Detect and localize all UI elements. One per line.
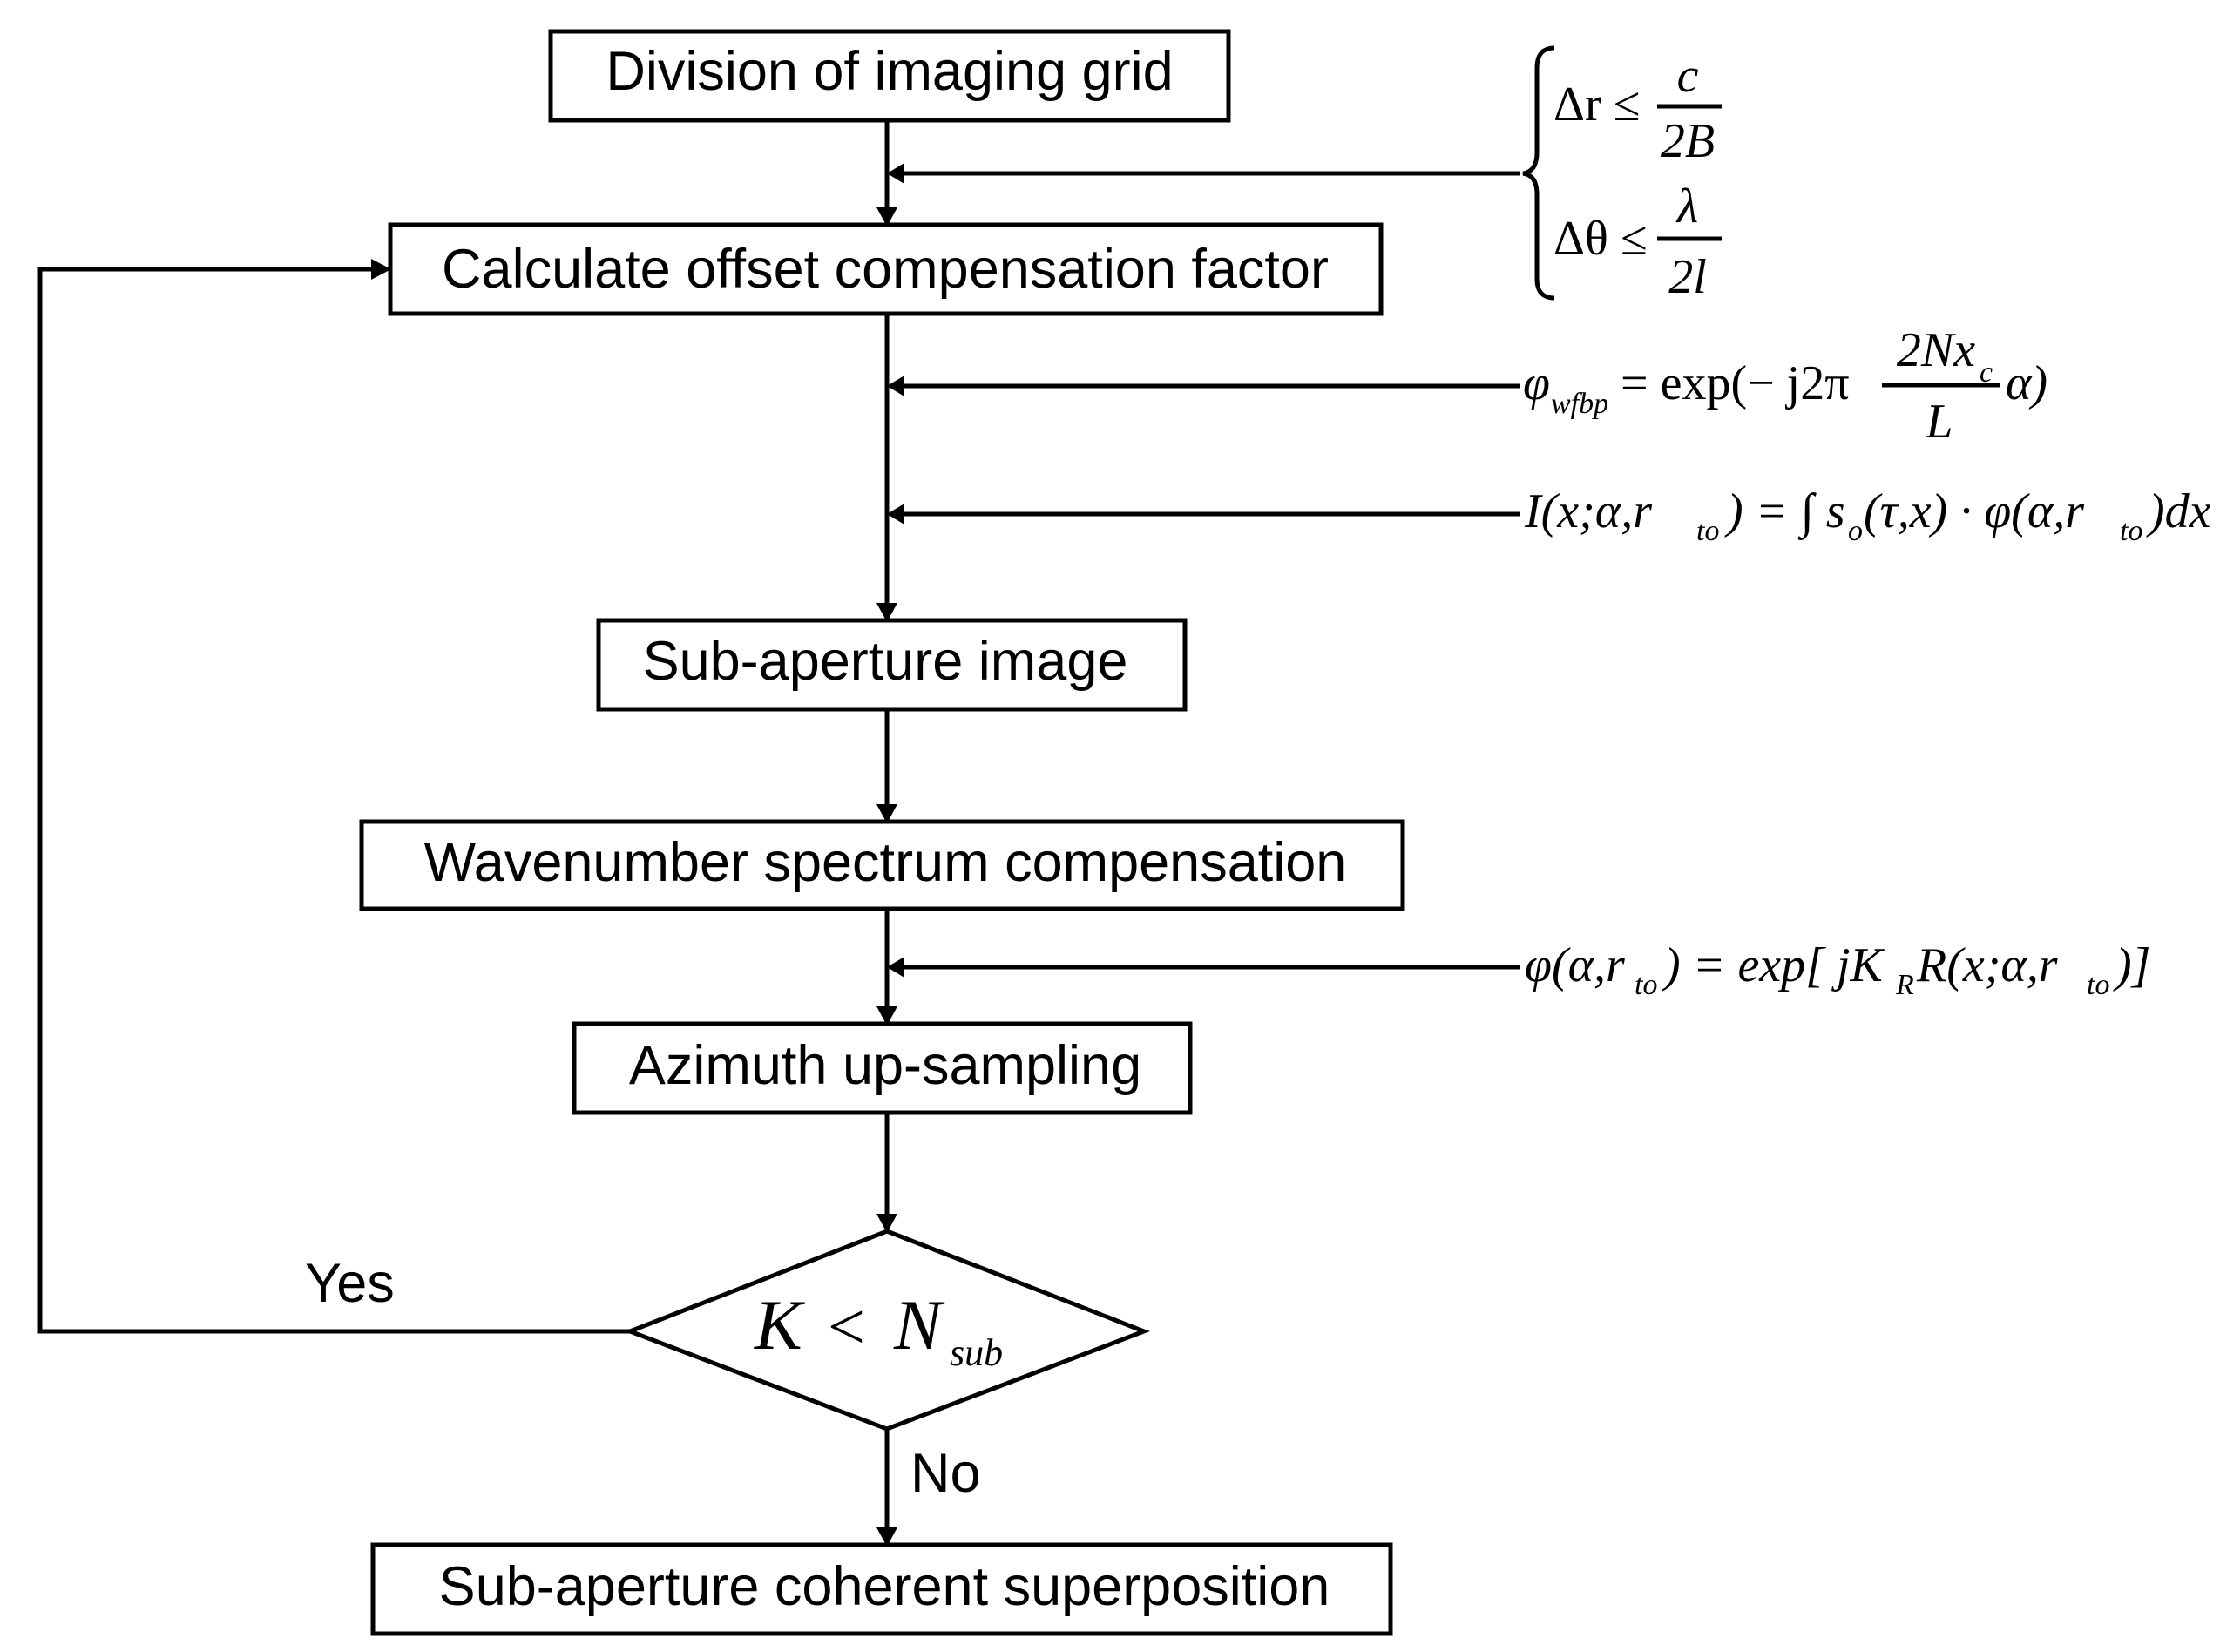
range-inequality: Δr ≤ [1553,78,1640,132]
integral-part: I(x;α,r [1524,484,1652,538]
phase-subscript: wfbp [1551,388,1608,420]
step-wavenumber-spectrum-compensation: Wavenumber spectrum compensation [359,819,1405,911]
step-label: Sub-aperture coherent superposition [439,1556,1330,1617]
angle-numerator: λ [1675,179,1698,234]
integral-subscript: o [1848,515,1863,547]
range-numerator: c [1677,49,1699,103]
step-label: Sub-aperture image [643,631,1128,692]
compensation-subscript: R [1895,969,1914,1001]
decision-rhs: N [893,1285,945,1364]
no-label: No [910,1443,981,1504]
compensation-part: φ(α,r [1525,938,1625,992]
arrowhead-down [876,207,897,227]
integral-part: )dx [2146,484,2211,538]
decision-lhs: K [754,1285,806,1364]
arrowhead-down [876,1527,897,1547]
arrowhead-left [887,504,904,525]
step-label: Calculate offset compensation factor [442,239,1329,300]
yes-label: Yes [305,1253,395,1314]
compensation-subscript: to [1635,969,1657,1001]
step-azimuth-up-sampling: Azimuth up-sampling [572,1021,1193,1115]
step-label: Division of imaging grid [606,41,1173,102]
arrowhead-down [876,1214,897,1233]
integral-part: (τ,x) · φ(α,r [1864,484,2084,538]
integral-subscript: to [2120,515,2142,547]
step-sub-aperture-image: Sub-aperture image [596,618,1188,712]
step-label: Wavenumber spectrum compensation [424,832,1347,893]
formula-compensation: φ(α,r to ) = exp[ jK R R(x;α,r to )] [1525,938,2150,1001]
phase-expression-end: α) [2006,356,2047,410]
decision-operator: < [828,1290,865,1364]
phase-expression-start: = exp(− j2π [1621,356,1850,410]
range-denominator: 2B [1661,114,1715,168]
angle-inequality: Δθ ≤ [1553,212,1648,266]
decision-diamond: K < N sub [624,1229,1150,1432]
arrowhead-left [887,376,904,396]
step-division-of-imaging-grid: Division of imaging grid [548,29,1231,123]
phase-symbol: φ [1523,356,1550,410]
arrowhead-left [887,163,904,184]
integral-subscript: to [1696,515,1719,547]
formula-resolution: Δr ≤ c 2B Δθ ≤ λ 2l [1522,45,1722,304]
angle-denominator: 2l [1668,250,1707,304]
yes-loop-connector [37,267,630,1334]
step-calculate-offset-compensation-factor: Calculate offset compensation factor [388,222,1384,316]
phase-numerator-subscript: c [1980,356,1993,389]
arrowhead-left [887,957,904,978]
arrowhead-down [876,804,897,823]
compensation-subscript: to [2087,969,2109,1001]
step-sub-aperture-coherent-superposition: Sub-aperture coherent superposition [370,1542,1393,1636]
decision-rhs-subscript: sub [950,1331,1003,1374]
step-label: Azimuth up-sampling [629,1035,1141,1096]
arrowhead-down [876,603,897,622]
compensation-part: ) = exp[ jK [1662,938,1885,992]
formula-imaging-integral: I(x;α,r to ) = ∫ s o (τ,x) · φ(α,r to )d… [1524,484,2211,547]
arrowhead-down [876,1006,897,1026]
phase-denominator: L [1925,395,1953,449]
phase-numerator: 2Nx [1897,323,1975,377]
left-brace [1522,45,1555,301]
compensation-part: R(x;α,r [1916,938,2058,992]
compensation-part: )] [2113,938,2150,992]
formula-phase-factor: φ wfbp = exp(− j2π 2Nx c L α) [1523,323,2047,449]
integral-part: ) = ∫ s [1724,484,1845,541]
arrowhead-right [371,259,391,280]
